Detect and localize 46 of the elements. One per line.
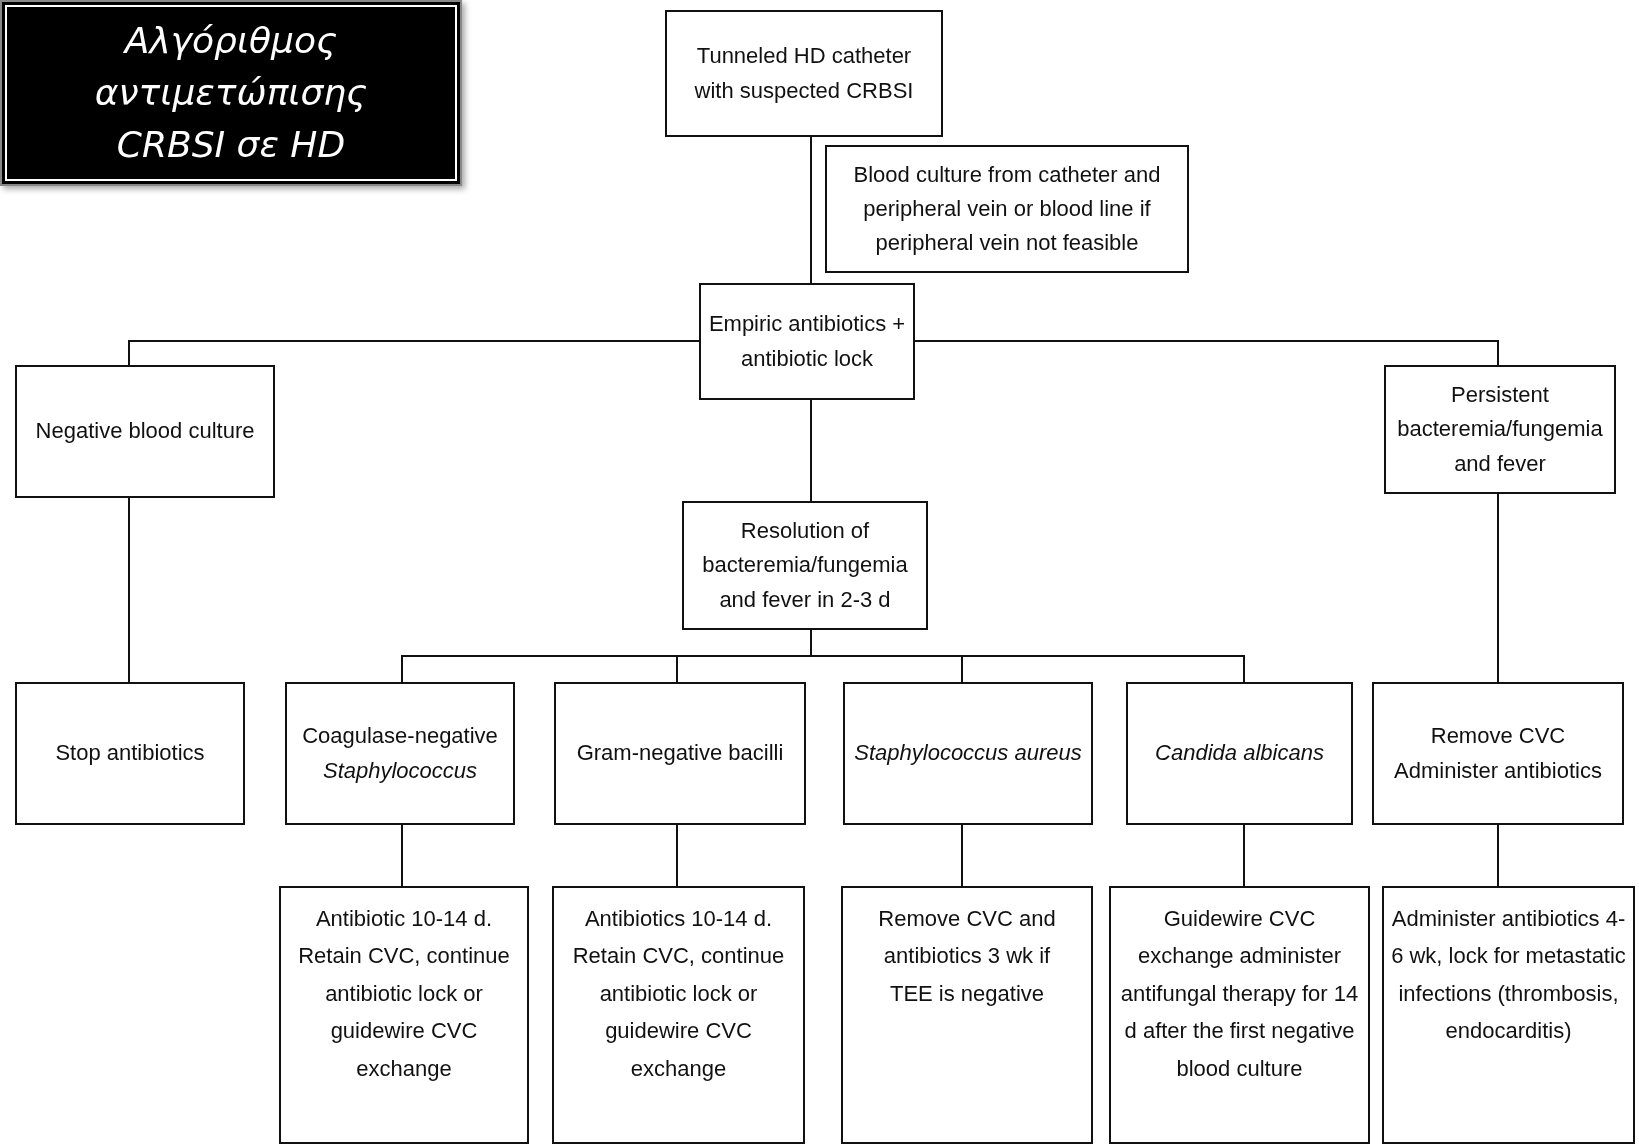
box-text: Persistent bacteremia/fungemia and fever — [1396, 381, 1604, 478]
connector-line — [810, 136, 812, 284]
box-text: Empiric antibiotics + antibiotic lock — [707, 310, 907, 373]
box-text: Antibiotics 10-14 d. Retain CVC, continue antibiotic lock or guidewire CVC exchange — [571, 905, 786, 1083]
process-box — [665, 10, 943, 137]
connector-line — [961, 824, 963, 887]
process-box — [15, 682, 245, 825]
box-text: Remove CVC Administer antibiotics — [1393, 722, 1603, 785]
connector-line — [401, 824, 403, 887]
process-box — [279, 886, 529, 1144]
box-text: Coagulase-negative Staphylococcus — [301, 722, 499, 785]
box-text: Resolution of bacteremia/fungemia and fever in 2-3 d — [701, 517, 909, 614]
box-text: Negative blood culture — [35, 417, 255, 446]
connector-line — [1497, 824, 1499, 887]
process-box — [682, 501, 928, 630]
connector-line — [914, 340, 1499, 366]
box-text: Staphylococcus aureus — [854, 739, 1082, 768]
process-box — [1384, 365, 1616, 494]
process-box — [825, 145, 1189, 273]
box-text: Stop antibiotics — [55, 739, 205, 768]
process-box — [1382, 886, 1635, 1144]
connector-line — [128, 497, 130, 683]
connector-line — [1497, 493, 1499, 683]
box-text: Blood culture from catheter and peripheral vein or blood line if peripheral vein not feasible — [852, 160, 1162, 258]
process-box — [841, 886, 1093, 1144]
box-text: Gram-negative bacilli — [576, 739, 784, 768]
process-box — [1109, 886, 1370, 1144]
box-text: Remove CVC and antibiotics 3 wk if TEE is negative — [877, 905, 1057, 1008]
title-text: Αλγόριθμος αντιμετώπισης CRBSI σε HD — [93, 18, 369, 168]
box-text: Tunneled HD catheter with suspected CRBSI — [693, 42, 915, 105]
process-box — [15, 365, 275, 498]
process-box — [1372, 682, 1624, 825]
connector-line — [1243, 824, 1245, 887]
connector-line — [128, 340, 700, 366]
process-box — [552, 886, 805, 1144]
process-box — [554, 682, 806, 825]
box-text: Antibiotic 10-14 d. Retain CVC, continue antibiotic lock or guidewire CVC exchange — [297, 905, 511, 1083]
box-text: Administer antibiotics 4-6 wk, lock for metastatic infections (thrombosis, endocarditis) — [1390, 905, 1627, 1046]
box-text: Candida albicans — [1155, 739, 1324, 768]
process-box — [843, 682, 1093, 825]
box-text: Guidewire CVC exchange administer antifungal therapy for 14 d after the first negative blood culture — [1119, 905, 1360, 1083]
process-box — [699, 283, 915, 400]
connector-line — [676, 824, 678, 887]
connector-line — [810, 399, 812, 502]
process-box — [285, 682, 515, 825]
process-box — [1126, 682, 1353, 825]
